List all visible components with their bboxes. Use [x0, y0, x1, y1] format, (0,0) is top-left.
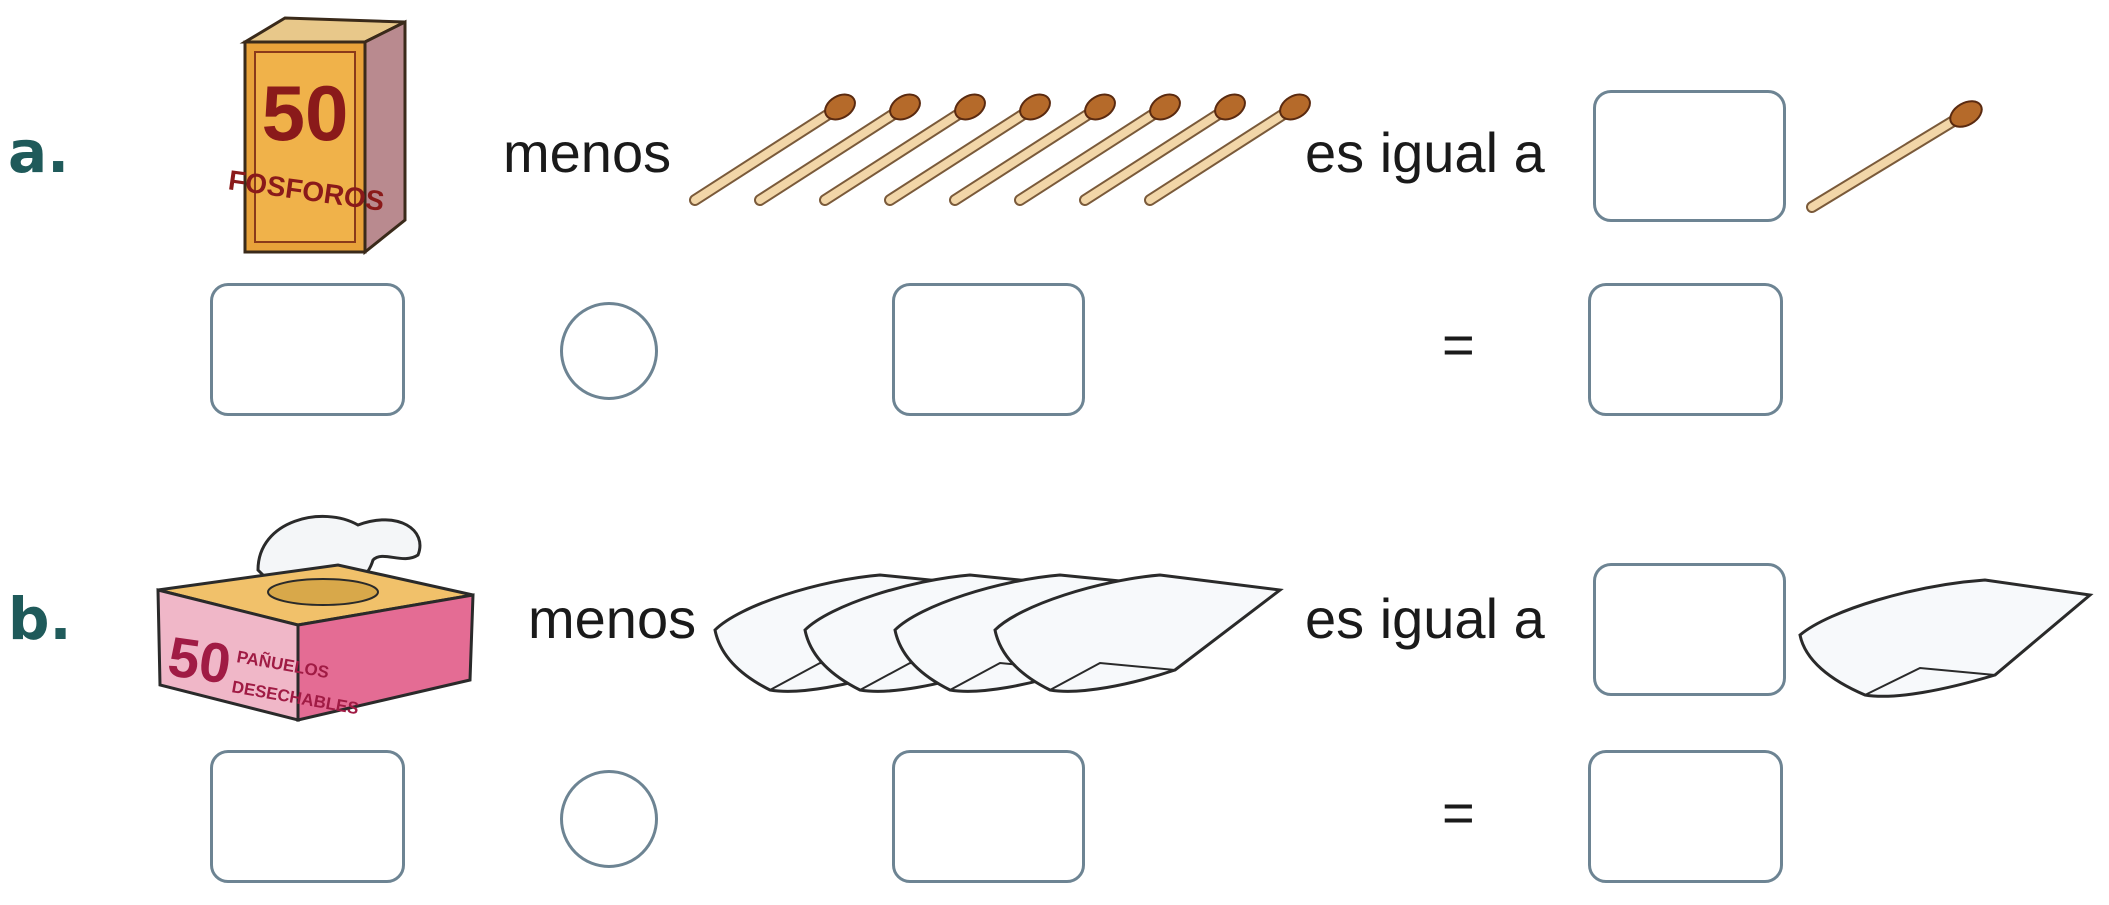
minus-word-b: menos — [528, 587, 697, 650]
matchbox-icon: 50 FOSFOROS — [226, 16, 407, 256]
match-icon — [949, 93, 1116, 206]
match-icon — [884, 93, 1051, 206]
equals-word-b: es igual a — [1305, 587, 1545, 650]
tissues-group-icon — [713, 573, 1284, 693]
tissue-box-icon: 50 PAÑUELOS DESECHABLES — [156, 514, 475, 722]
tissue-box-number: 50 — [164, 624, 234, 695]
match-icon — [1144, 93, 1311, 206]
matchbox-number: 50 — [262, 69, 349, 157]
match-icon — [689, 93, 856, 206]
equals-sign-a: = — [1442, 313, 1475, 376]
tissue-icon — [1798, 578, 2094, 698]
matches-group-icon — [689, 93, 1311, 206]
match-icon — [819, 93, 986, 206]
operator-circle-a[interactable] — [560, 302, 658, 400]
equation-box-b-3[interactable] — [1588, 750, 1783, 883]
equals-word-a: es igual a — [1305, 121, 1545, 184]
match-icon — [1014, 93, 1181, 206]
equation-box-b-1[interactable] — [210, 750, 405, 883]
answer-box-b-top[interactable] — [1593, 563, 1786, 696]
equation-box-a-2[interactable] — [892, 283, 1085, 416]
answer-box-a-top[interactable] — [1593, 90, 1786, 222]
equation-box-a-3[interactable] — [1588, 283, 1783, 416]
equation-box-b-2[interactable] — [892, 750, 1085, 883]
minus-word-a: menos — [503, 121, 672, 184]
equation-box-a-1[interactable] — [210, 283, 405, 416]
match-icon — [1079, 93, 1246, 206]
match-icon — [754, 93, 921, 206]
equals-sign-b: = — [1442, 781, 1475, 844]
match-icon — [1806, 100, 1983, 213]
exercise-a-letter: a. — [8, 118, 70, 186]
tissue-icon — [993, 573, 1284, 693]
operator-circle-b[interactable] — [560, 770, 658, 868]
exercise-b-letter: b. — [8, 585, 72, 653]
